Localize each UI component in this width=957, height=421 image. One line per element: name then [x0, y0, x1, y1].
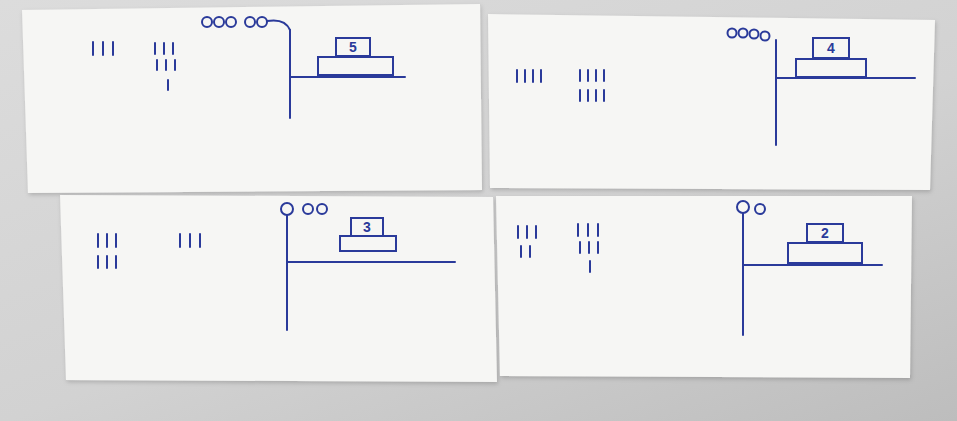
counter-circle: [761, 32, 770, 41]
counter-circle: [281, 203, 293, 215]
counter-circle: [257, 17, 267, 27]
counter-circle: [755, 204, 765, 214]
axis-lines: [776, 40, 915, 145]
counter-circle: [226, 17, 236, 27]
counter-circle: [750, 30, 759, 39]
counter-circle: [317, 204, 327, 214]
box-number: 5: [349, 40, 357, 54]
box-number: 2: [821, 226, 829, 240]
axis-lines: [290, 30, 405, 118]
counter-circle: [737, 201, 749, 213]
counter-circle: [739, 29, 748, 38]
hook-line: [267, 20, 290, 30]
paper-card: [496, 196, 912, 378]
counter-circle: [245, 17, 255, 27]
number-box: 2: [806, 223, 844, 243]
base-box: [318, 57, 393, 75]
counter-circle: [303, 204, 313, 214]
base-box: [340, 236, 396, 251]
tally-marks: [98, 234, 200, 268]
base-box: [796, 59, 866, 77]
axis-lines: [743, 213, 882, 335]
number-box: 5: [335, 37, 371, 57]
number-box: 4: [812, 37, 850, 59]
paper-card: [488, 14, 935, 190]
base-box: [788, 243, 862, 263]
box-number: 3: [363, 220, 371, 234]
paper-card: [22, 4, 482, 193]
counter-circle: [728, 29, 737, 38]
tally-marks: [518, 224, 598, 272]
counter-circle: [202, 17, 212, 27]
box-number: 4: [827, 41, 835, 55]
axis-lines: [287, 215, 455, 330]
tally-marks: [93, 42, 175, 90]
tally-marks: [517, 70, 604, 101]
number-box: 3: [350, 217, 384, 237]
counter-circle: [214, 17, 224, 27]
paper-card: [60, 195, 497, 382]
